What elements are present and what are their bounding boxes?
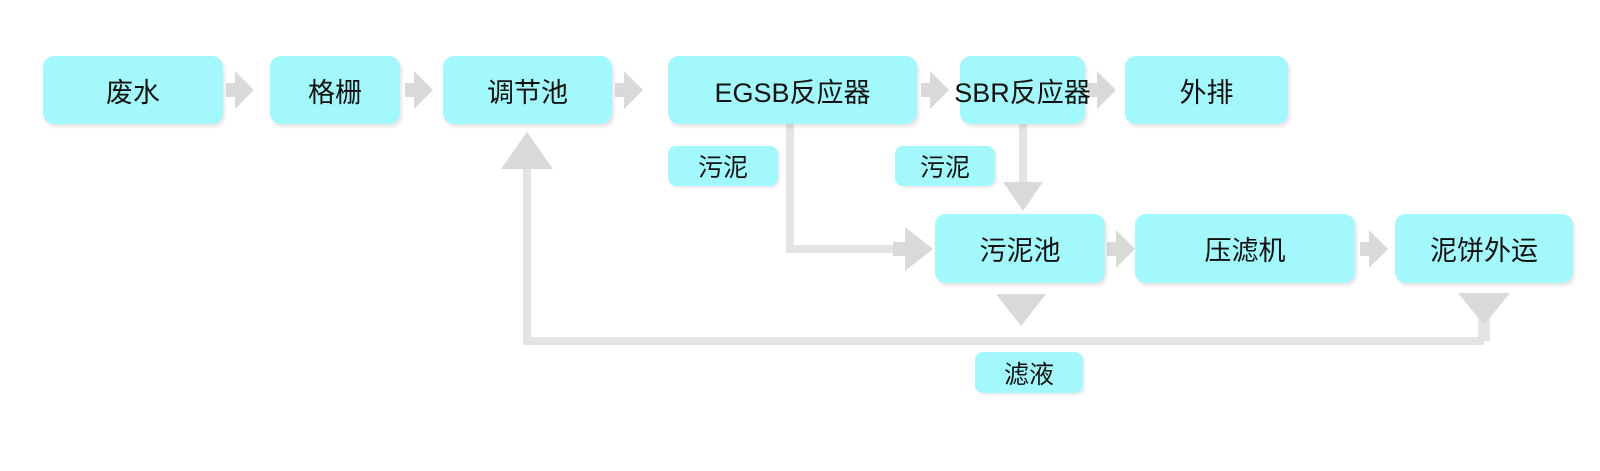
egsb-sludge-line <box>786 124 896 253</box>
label-egsb-sludge: 污泥 <box>668 146 778 186</box>
node-sludge-cake-out: 泥饼外运 <box>1395 214 1573 283</box>
label-filtrate: 滤液 <box>975 352 1083 393</box>
arrow-regulating-egsb <box>615 71 643 109</box>
arrow-filterpress-cake <box>1360 230 1388 268</box>
node-wastewater: 废水 <box>43 56 223 124</box>
egsb-sludge-arrowhead <box>893 227 933 271</box>
sbr-sludge-arrowhead <box>1003 182 1043 211</box>
arrow-sbr-discharge <box>1088 71 1116 109</box>
label-sbr-sludge: 污泥 <box>895 146 995 186</box>
arrow-egsb-sbr <box>921 71 949 109</box>
arrow-wastewater-screen <box>226 71 254 109</box>
filtrate-return-line <box>523 166 1484 345</box>
sludge-tank-down-arrowhead <box>996 294 1046 326</box>
node-egsb-reactor: EGSB反应器 <box>668 56 917 124</box>
arrow-screen-regulating <box>405 71 433 109</box>
node-sbr-reactor: SBR反应器 <box>954 56 1091 124</box>
node-discharge: 外排 <box>1125 56 1288 124</box>
node-bar-screen: 格栅 <box>270 56 400 124</box>
arrow-sludgetank-filterpress <box>1107 230 1135 268</box>
filtrate-up-arrowhead <box>501 132 553 169</box>
node-regulating-tank: 调节池 <box>443 56 612 124</box>
node-filter-press: 压滤机 <box>1135 214 1355 283</box>
node-sludge-tank: 污泥池 <box>935 214 1105 283</box>
cake-down-arrowhead <box>1458 293 1510 325</box>
